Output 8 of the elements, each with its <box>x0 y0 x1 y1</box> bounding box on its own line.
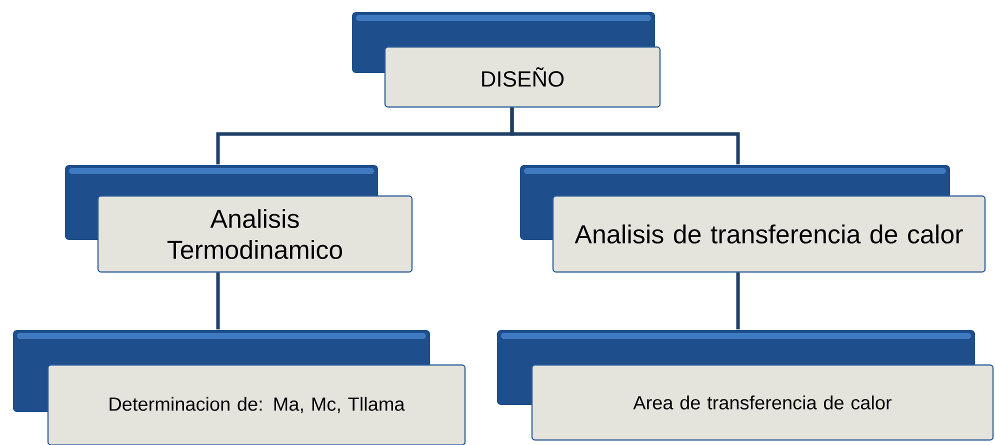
connector-line <box>736 272 740 330</box>
connector-line <box>216 272 220 330</box>
connector-line <box>510 108 740 164</box>
org-chart-box: Area de transferencia de calor <box>497 330 994 441</box>
org-chart-box: Determinacion de: Ma, Mc, Tllama <box>13 330 466 445</box>
org-chart-box: DISEÑO <box>352 12 661 108</box>
org-chart-box: Analisis Termodinamico <box>65 165 413 273</box>
org-chart-box: Analisis de transferencia de calor <box>520 165 986 273</box>
